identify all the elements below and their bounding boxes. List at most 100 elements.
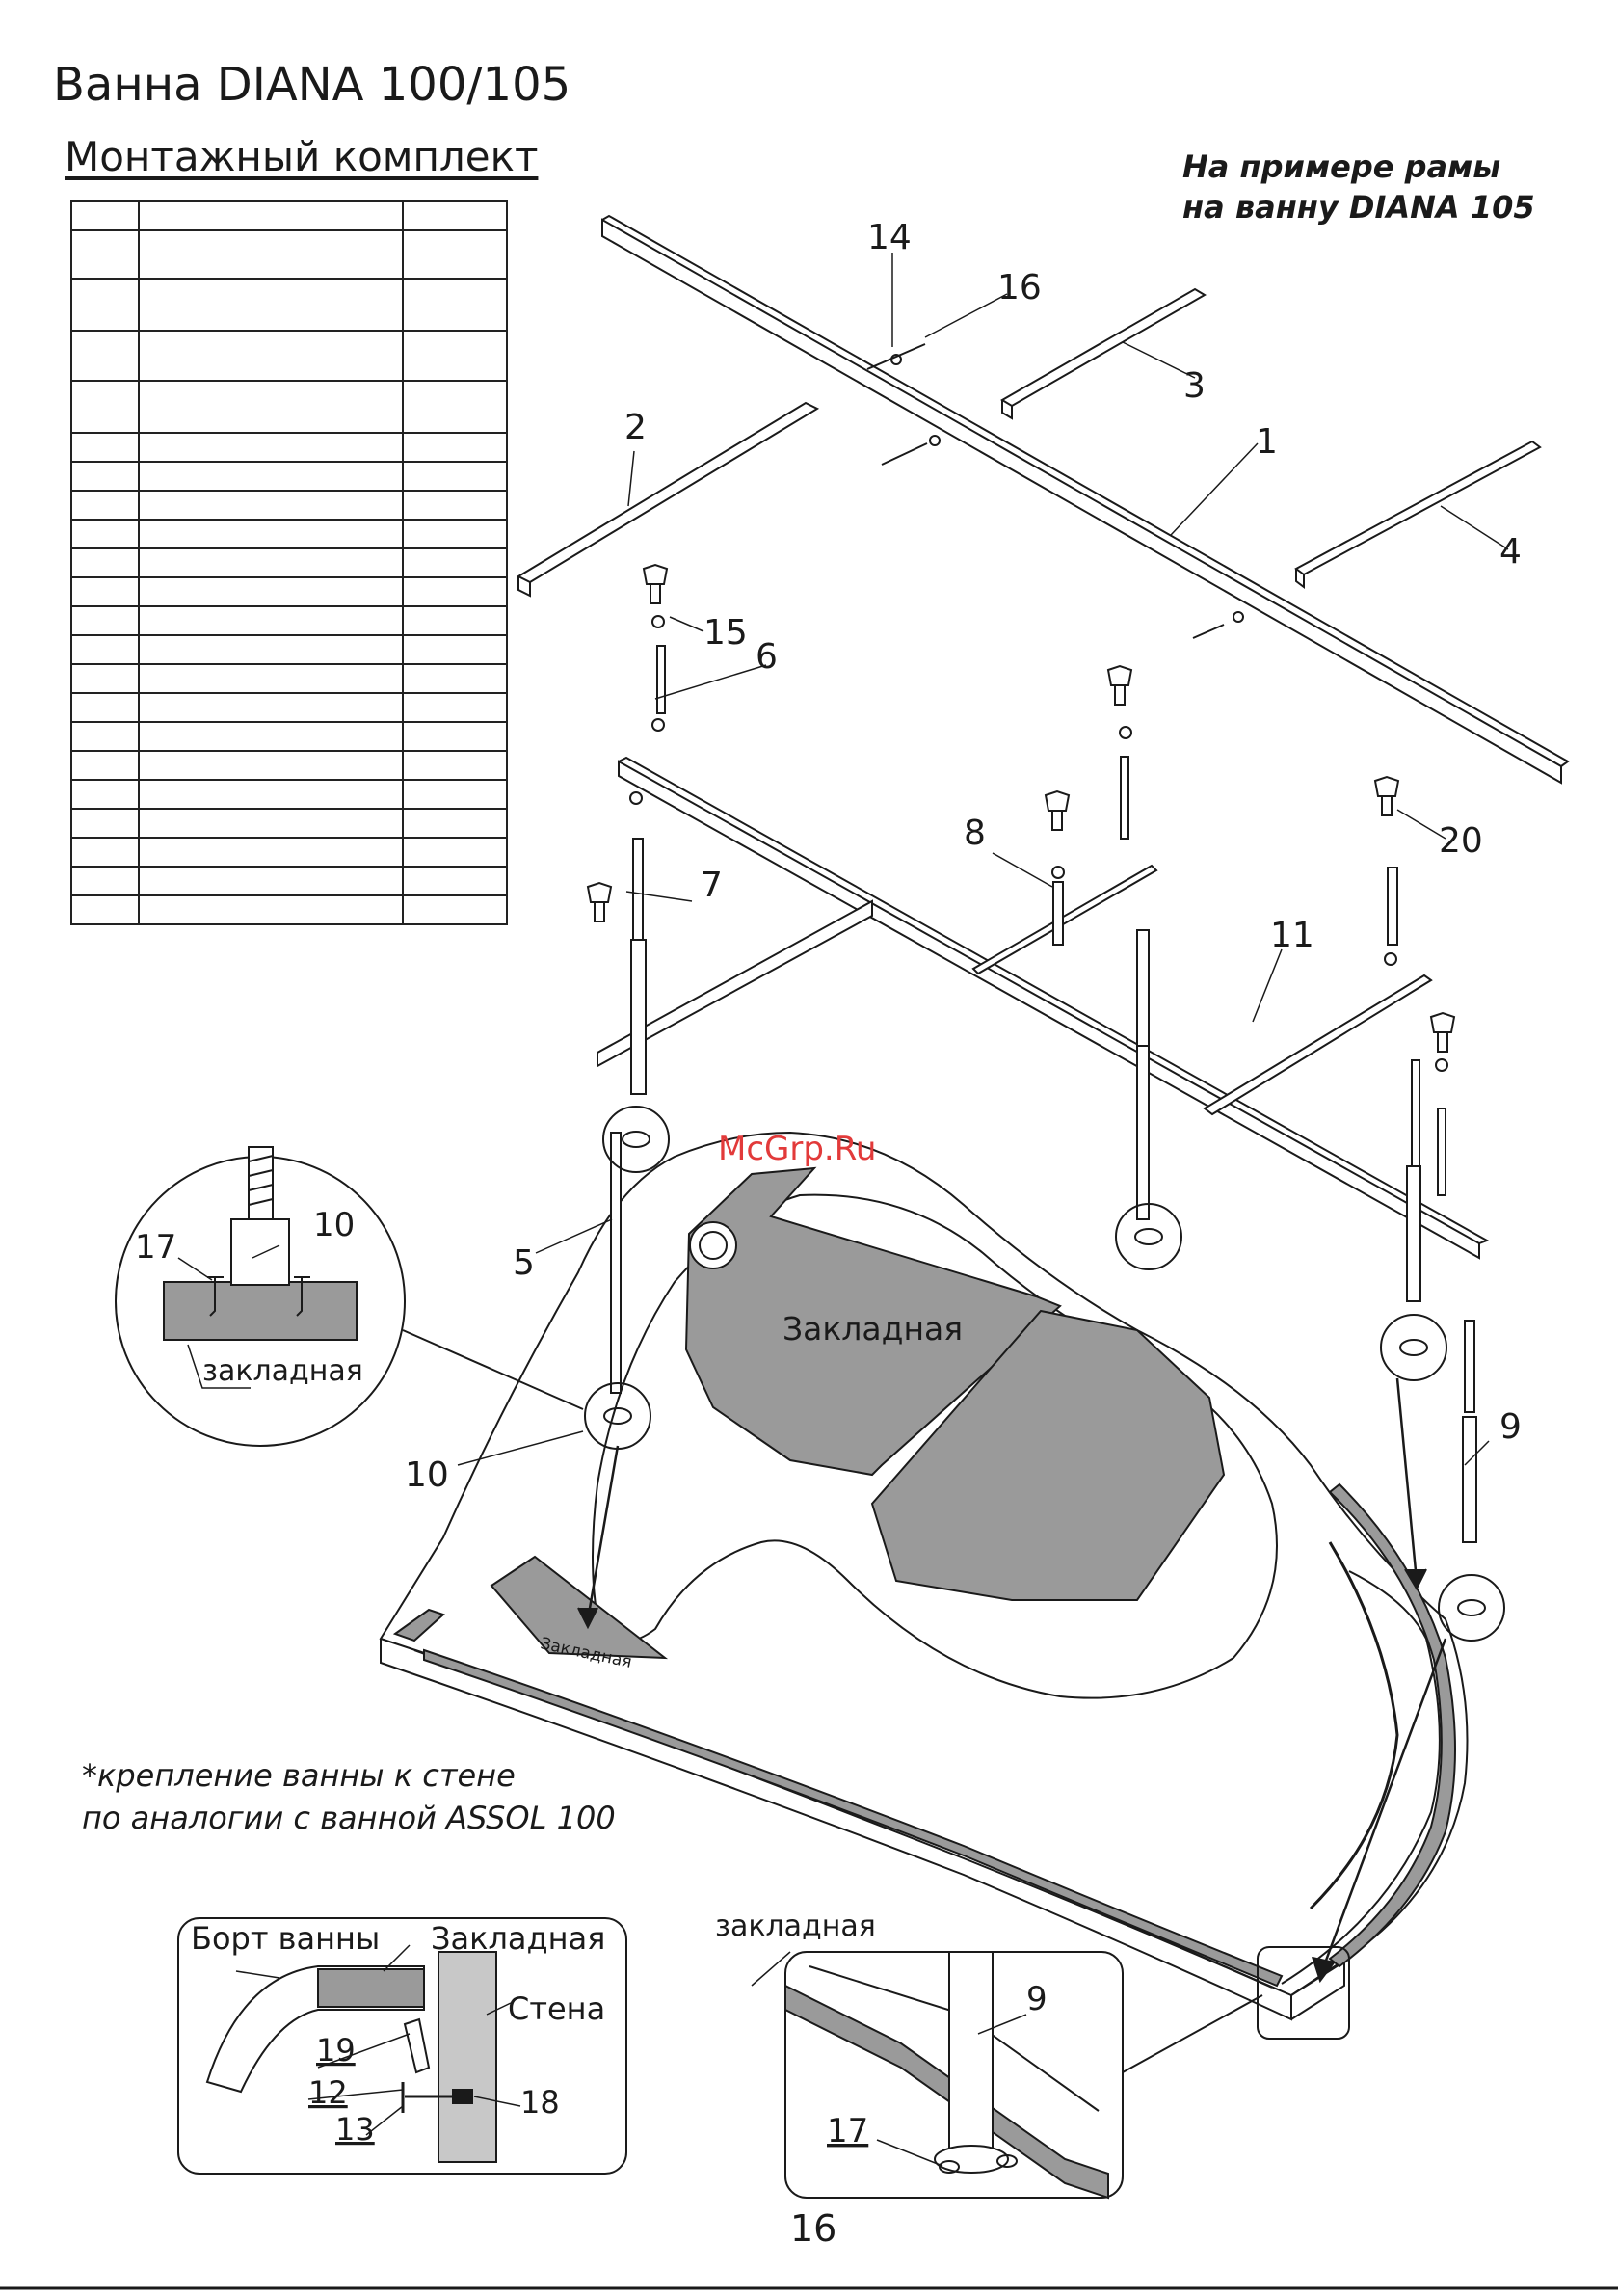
embed-plates: [490, 1166, 1226, 1660]
foot-detail-17: 17: [135, 1228, 176, 1267]
callout-11: 11: [1270, 916, 1314, 955]
callout-16: 16: [997, 268, 1042, 307]
kit-table-cell: [402, 808, 508, 839]
kit-table-cell: [70, 380, 140, 434]
kit-table-cell: [70, 461, 140, 492]
kit-table-cell: [70, 692, 140, 723]
wall-detail-wall: Стена: [508, 1990, 605, 2027]
kit-table-cell: [402, 278, 508, 332]
kit-subtitle: Монтажный комплект: [65, 133, 539, 180]
callout-10: 10: [405, 1455, 449, 1495]
page-number: 16: [790, 2207, 837, 2250]
kit-table-row: [70, 634, 508, 665]
kit-table-cell: [402, 866, 508, 896]
wall-mount-note: *крепление ванны к стене по аналогии с в…: [82, 1754, 616, 1839]
kit-table-cell: [70, 894, 140, 925]
wall-detail-19: 19: [316, 2032, 356, 2069]
kit-table-cell: [402, 605, 508, 636]
kit-table-cell: [402, 837, 508, 868]
kit-table-row: [70, 837, 508, 868]
kit-table-row: [70, 779, 508, 810]
kit-table-row: [70, 808, 508, 839]
wall-detail-labels: Борт ванны Закладная Стена 19 12 13 18: [191, 1920, 605, 2148]
kit-table-cell: [402, 490, 508, 521]
corner-detail-embed: закладная: [715, 1909, 876, 1943]
lower-frame: [597, 756, 1490, 1260]
kit-table-cell: [402, 779, 508, 810]
kit-table-row: [70, 663, 508, 694]
kit-table-row: [70, 721, 508, 752]
kit-table-cell: [70, 278, 140, 332]
kit-table-cell: [138, 808, 404, 839]
wall-detail-13: 13: [335, 2111, 375, 2148]
foot-detail-labels: 10 17 закладная: [135, 1206, 363, 1388]
kit-table-cell: [402, 547, 508, 578]
callout-9: 9: [1499, 1407, 1522, 1447]
note-line-2: по аналогии с ванной ASSOL 100: [82, 1800, 616, 1836]
kit-table-cell: [402, 519, 508, 549]
callout-7: 7: [701, 866, 723, 905]
kit-table-cell: [402, 576, 508, 607]
kit-table-row: [70, 519, 508, 549]
kit-table-cell: [402, 894, 508, 925]
kit-table-cell: [402, 692, 508, 723]
kit-table-cell: [138, 634, 404, 665]
corner-detail-17: 17: [827, 2112, 868, 2150]
kit-table-cell: [138, 229, 404, 280]
upper-frame: [516, 214, 1570, 785]
kit-table-row: [70, 380, 508, 434]
corner-detail: [751, 1951, 1263, 2200]
embed-label-large: Закладная: [782, 1310, 963, 1348]
kit-table-row: [70, 432, 508, 463]
kit-table-cell: [402, 721, 508, 752]
kit-table-row: [70, 229, 508, 280]
kit-table-cell: [402, 750, 508, 781]
kit-table-cell: [138, 461, 404, 492]
corner-detail-9: 9: [1026, 1980, 1048, 2018]
kit-table-row: [70, 490, 508, 521]
kit-table-cell: [402, 380, 508, 434]
foot-markers: [577, 1106, 1505, 2040]
callout-numbers: 14 16 3 1 4 2 15 6 7 8 20 11 5 10 9: [405, 218, 1522, 1495]
wall-detail-embed: Закладная: [431, 1920, 605, 1957]
foot-detail-embed: закладная: [202, 1354, 363, 1388]
kit-table-cell: [70, 490, 140, 521]
kit-table-cell: [138, 519, 404, 549]
leader-lines: [457, 253, 1509, 1466]
kit-table-cell: [138, 663, 404, 694]
kit-table-cell: [70, 837, 140, 868]
kit-table-cell: [138, 692, 404, 723]
wall-detail: [177, 1917, 627, 2175]
kit-table-cell: [70, 576, 140, 607]
callout-3: 3: [1183, 366, 1206, 406]
kit-table-cell: [138, 866, 404, 896]
kit-table-cell: [402, 229, 508, 280]
kit-table-row: [70, 692, 508, 723]
kit-table-cell: [402, 634, 508, 665]
kit-table: [70, 200, 508, 925]
kit-table-cell: [138, 547, 404, 578]
kit-table-cell: [402, 330, 508, 382]
wall-detail-rim: Борт ванны: [191, 1920, 380, 1957]
kit-table-row: [70, 547, 508, 578]
kit-table-cell: [138, 380, 404, 434]
watermark: McGrp.Ru: [718, 1130, 877, 1168]
foot-detail-10: 10: [313, 1206, 355, 1244]
example-line-1: На примере рамы: [1182, 148, 1501, 185]
kit-table-cell: [138, 605, 404, 636]
kit-table-cell: [138, 721, 404, 752]
callout-5: 5: [513, 1243, 535, 1283]
kit-table-cell: [138, 432, 404, 463]
kit-table-cell: [70, 330, 140, 382]
kit-table-cell: [138, 894, 404, 925]
kit-table-cell: [70, 547, 140, 578]
note-line-1: *крепление ванны к стене: [82, 1757, 516, 1794]
kit-table-cell: [70, 432, 140, 463]
kit-table-row: [70, 278, 508, 332]
foot-detail: [115, 1146, 584, 1447]
callout-4: 4: [1499, 532, 1522, 572]
callout-2: 2: [624, 408, 647, 447]
kit-table-row: [70, 576, 508, 607]
kit-table-cell: [70, 200, 140, 231]
